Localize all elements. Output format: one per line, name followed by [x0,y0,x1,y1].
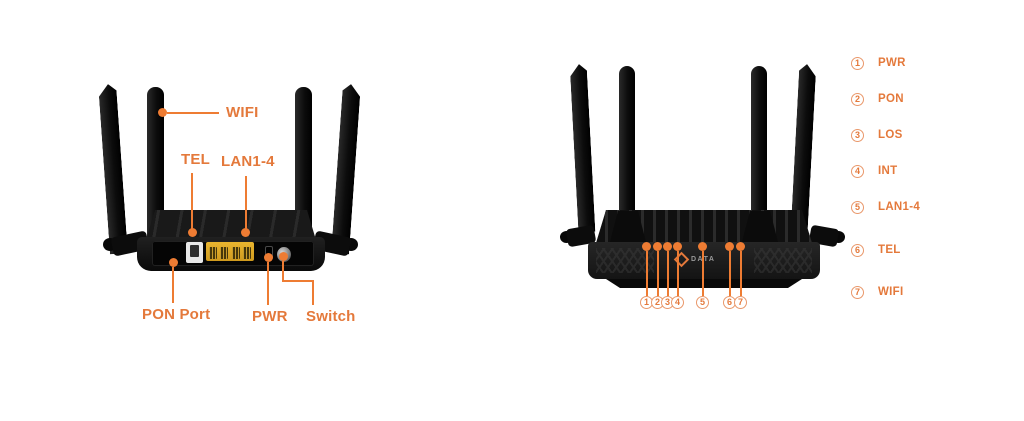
switch-callout-dot [279,252,288,261]
power-jack [265,246,273,259]
pwr-callout-dot [264,253,273,262]
legend-num-2: 2 [851,93,864,106]
switch-callout-line [282,280,314,282]
legend-num-6: 6 [851,244,864,257]
vent-pattern [754,248,812,273]
lan-callout-line [245,176,247,231]
legend-label-lan: LAN1-4 [878,201,921,213]
callout-line [702,251,704,296]
pon-port-label: PON Port [142,306,211,323]
wifi-callout-line [167,112,219,114]
pon-callout-dot [169,258,178,267]
led-pwr [642,242,651,251]
tel-callout-dot [188,228,197,237]
antenna [331,84,361,255]
switch-callout-line [312,280,314,305]
marker-5: 5 [696,296,709,309]
legend-num-7: 7 [851,286,864,299]
tel-label: TEL [181,151,210,168]
lan-callout-dot [241,228,250,237]
led-los [663,242,672,251]
antenna [147,87,164,249]
wifi-callout-dot [158,108,167,117]
legend-label-los: LOS [878,129,903,141]
antenna [570,64,596,233]
legend-label-int: INT [878,165,898,177]
callout-line [677,251,679,296]
marker-4: 4 [671,296,684,309]
lan-ports [206,242,254,261]
antenna [791,64,817,233]
tel-callout-line [191,173,193,231]
legend-label-wifi: WIFI [878,286,904,298]
antenna [619,66,635,224]
router-base [598,279,810,288]
pwr-callout-line [267,262,269,305]
antenna [98,84,128,255]
lan-label: LAN1-4 [221,153,275,170]
antenna [295,87,312,249]
marker-7: 7 [734,296,747,309]
tel-port [186,242,203,263]
led-lan [698,242,707,251]
led-tel [725,242,734,251]
wifi-label: WIFI [226,104,259,121]
vent-pattern [596,248,654,273]
legend-num-1: 1 [851,57,864,70]
led-wifi [736,242,745,251]
callout-line [646,251,648,296]
legend-num-5: 5 [851,201,864,214]
callout-line [657,251,659,296]
marker-1: 1 [640,296,653,309]
pwr-label: PWR [252,308,288,325]
switch-callout-line [282,261,284,282]
antenna [751,66,767,224]
callout-line [729,251,731,296]
led-pon [653,242,662,251]
legend-num-3: 3 [851,129,864,142]
pon-callout-line [172,267,174,303]
switch-label: Switch [306,308,356,325]
router-top-vents [146,210,316,240]
legend-label-pwr: PWR [878,57,906,69]
legend-num-4: 4 [851,165,864,178]
legend-label-pon: PON [878,93,904,105]
callout-line [740,251,742,296]
callout-line [667,251,669,296]
led-int [673,242,682,251]
legend-label-tel: TEL [878,244,901,256]
